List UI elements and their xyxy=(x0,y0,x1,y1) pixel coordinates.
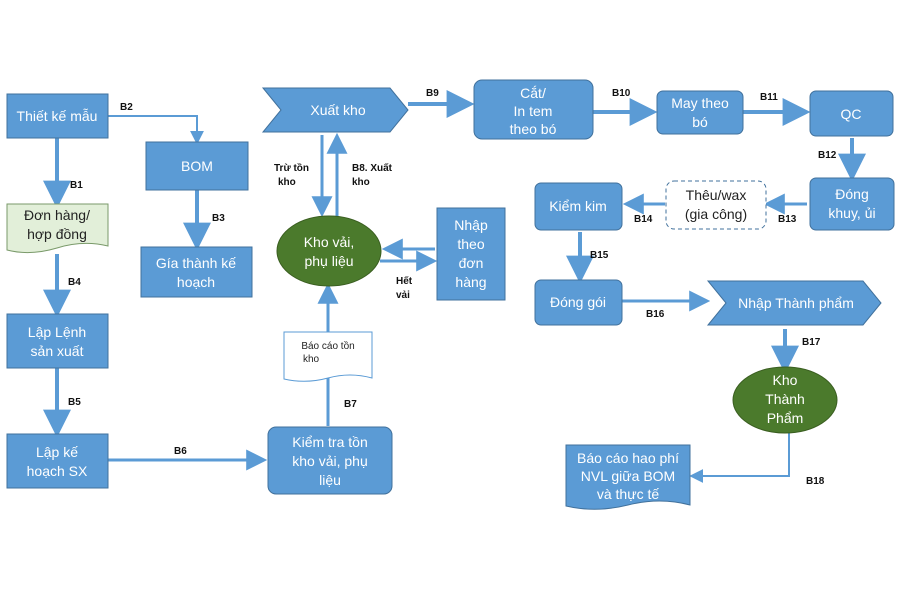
label-b8-line2: kho xyxy=(352,177,370,188)
node-nhap-theo-don-hang: Nhập theo đơn hàng xyxy=(436,207,506,301)
label-het-vai-line2: vải xyxy=(396,290,410,301)
node-kiem-tra-line1: Kiểm tra tồn xyxy=(292,434,367,450)
node-cat-in-tem-line3: theo bó xyxy=(510,121,557,137)
label-b2: B2 xyxy=(120,102,133,113)
label-tru-ton-line2: kho xyxy=(278,177,296,188)
node-xuat-kho-label: Xuất kho xyxy=(310,102,365,118)
node-theu-wax-line1: Thêu/wax xyxy=(686,187,747,203)
node-nhap-theo-line3: đơn xyxy=(459,255,484,271)
node-bao-cao-ton-kho: Báo cáo tồn kho xyxy=(283,331,373,382)
node-may-theo-bo-line2: bó xyxy=(692,114,708,130)
edge-b2 xyxy=(108,115,204,145)
node-theu-wax-line2: (gia công) xyxy=(685,206,747,222)
label-b7: B7 xyxy=(344,399,357,410)
node-lap-lenh-line1: Lập Lệnh xyxy=(28,324,86,340)
node-nhap-theo-line4: hàng xyxy=(455,274,486,290)
node-gia-thanh-line1: Gía thành kế xyxy=(156,255,236,271)
node-don-hang-line2: hợp đồng xyxy=(27,226,87,242)
node-nhap-theo-line1: Nhập xyxy=(454,217,488,233)
node-thiet-ke-mau: Thiết kế mẫu xyxy=(6,93,109,139)
node-kiem-tra-ton-kho: Kiểm tra tồn kho vải, phụ liệu xyxy=(267,426,393,495)
node-may-theo-bo: May theo bó xyxy=(656,90,744,135)
label-b1: B1 xyxy=(70,180,83,191)
node-kiem-tra-line2: kho vải, phụ xyxy=(292,453,368,469)
node-kiem-tra-line3: liệu xyxy=(319,472,341,488)
node-bao-cao-ton-line1: Báo cáo tồn xyxy=(301,340,354,352)
node-dong-khuy-ui: Đóng khuy, ủi xyxy=(809,177,895,231)
label-b4: B4 xyxy=(68,277,81,288)
label-b3: B3 xyxy=(212,213,225,224)
node-dong-khuy-line2: khuy, ủi xyxy=(828,205,875,221)
node-thiet-ke-mau-label: Thiết kế mẫu xyxy=(17,108,98,124)
node-bao-cao-hao-phi-line3: và thực tế xyxy=(597,486,660,502)
label-b10: B10 xyxy=(612,88,631,99)
node-dong-goi-label: Đóng gói xyxy=(550,294,606,310)
node-bao-cao-hao-phi-line2: NVL giữa BOM xyxy=(581,468,675,484)
label-b12: B12 xyxy=(818,150,837,161)
node-xuat-kho: Xuất kho xyxy=(261,87,409,133)
node-cat-in-tem-line1: Cắt/ xyxy=(520,85,546,101)
node-kho-vai-line1: Kho vải, xyxy=(304,234,355,250)
node-nhap-theo-line2: theo xyxy=(457,236,484,252)
node-gia-thanh-ke-hoach: Gía thành kế hoạch xyxy=(140,246,253,298)
label-b16: B16 xyxy=(646,309,665,320)
node-qc-label: QC xyxy=(841,106,862,122)
node-lap-ke-hoach-line2: hoạch SX xyxy=(27,463,88,479)
node-dong-goi: Đóng gói xyxy=(534,279,623,326)
node-nhap-thanh-pham: Nhập Thành phẩm xyxy=(706,280,882,326)
node-cat-in-tem-line2: In tem xyxy=(514,103,553,119)
node-kho-vai-line2: phụ liệu xyxy=(304,253,353,269)
node-bao-cao-hao-phi: Báo cáo hao phí NVL giữa BOM và thực tế xyxy=(565,444,691,510)
node-bom-label: BOM xyxy=(181,158,213,174)
node-gia-thanh-line2: hoạch xyxy=(177,274,215,290)
node-dong-khuy-line1: Đóng xyxy=(835,186,868,202)
node-kiem-kim-label: Kiểm kim xyxy=(549,198,607,214)
node-bao-cao-hao-phi-line1: Báo cáo hao phí xyxy=(577,450,679,466)
node-don-hang-line1: Đơn hàng/ xyxy=(24,207,90,223)
label-b17: B17 xyxy=(802,337,821,348)
node-kho-thanh-pham-line2: Thành xyxy=(765,391,805,407)
label-tru-ton-line1: Trừ tồn xyxy=(274,162,309,174)
node-kho-thanh-pham: Kho Thành Phẩm xyxy=(732,366,838,434)
label-b6: B6 xyxy=(174,446,187,457)
label-b15: B15 xyxy=(590,250,609,261)
label-b14: B14 xyxy=(634,214,653,225)
node-nhap-thanh-pham-label: Nhập Thành phẩm xyxy=(738,295,854,311)
node-bao-cao-ton-line2: kho xyxy=(303,354,320,365)
node-cat-in-tem: Cắt/ In tem theo bó xyxy=(473,79,594,140)
label-b18: B18 xyxy=(806,476,825,487)
node-lap-lenh-line2: sản xuất xyxy=(31,343,84,359)
node-lap-lenh-san-xuat: Lập Lệnh sản xuất xyxy=(6,313,109,369)
node-lap-ke-hoach-line1: Lập kế xyxy=(36,444,78,460)
node-theu-wax: Thêu/wax (gia công) xyxy=(665,180,767,230)
edge-b18 xyxy=(689,432,790,483)
node-qc: QC xyxy=(809,90,894,137)
node-may-theo-bo-line1: May theo xyxy=(671,95,729,111)
node-kho-vai-phu-lieu: Kho vải, phụ liệu xyxy=(276,215,382,287)
label-b5: B5 xyxy=(68,397,81,408)
label-het-vai-line1: Hết xyxy=(396,275,413,287)
label-b13: B13 xyxy=(778,214,797,225)
node-kiem-kim: Kiểm kim xyxy=(534,182,623,231)
node-bom: BOM xyxy=(145,141,249,191)
connectors xyxy=(43,90,866,483)
node-don-hang: Đơn hàng/ hợp đồng xyxy=(6,203,109,254)
node-kho-thanh-pham-line1: Kho xyxy=(773,372,798,388)
label-b11: B11 xyxy=(760,92,778,103)
label-b9: B9 xyxy=(426,88,439,99)
node-lap-ke-hoach-sx: Lập kế hoạch SX xyxy=(6,433,109,489)
node-kho-thanh-pham-line3: Phẩm xyxy=(767,410,804,426)
label-b8-line1: B8. Xuất xyxy=(352,162,393,174)
